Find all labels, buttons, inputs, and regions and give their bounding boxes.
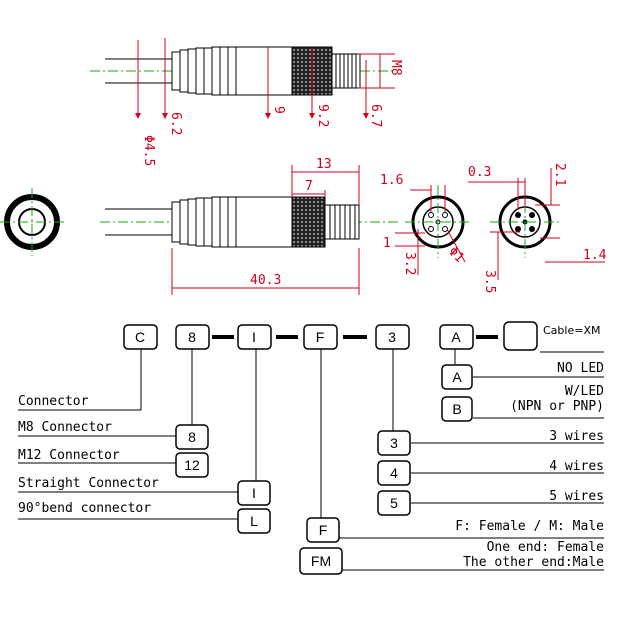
wire-options: 3 3 wires 4 4 wires 5 5 wires xyxy=(377,429,604,516)
wire-option-3-label: 3 wires xyxy=(549,429,604,444)
connector-label: Connector xyxy=(18,394,89,409)
gender-options: F F: Female / M: Male FM One end: Female… xyxy=(299,517,605,575)
code-box-mount: I xyxy=(237,324,272,350)
m8-code-text: 8 xyxy=(188,429,196,445)
code-box-wires: 3 xyxy=(375,324,410,350)
dim-cable-diameter: Φ4.5 xyxy=(141,135,156,166)
led-option-a-label: NO LED xyxy=(557,361,604,376)
dim-9-2: 9.2 xyxy=(315,104,330,127)
bend-connector-label: 90°bend connector xyxy=(18,501,151,516)
straight-code-text: I xyxy=(252,485,256,501)
bend-code-box: L xyxy=(237,508,271,534)
code-box-size: 8 xyxy=(175,324,210,350)
dim-1: 1 xyxy=(383,236,391,251)
top-thread xyxy=(331,53,361,89)
code-box-cable xyxy=(503,321,538,351)
wire-option-5-code: 5 xyxy=(390,495,398,511)
bend-code-text: L xyxy=(250,513,258,529)
straight-connector-label: Straight Connector xyxy=(18,476,159,491)
order-code-boxes: C 8 I F 3 A Cable=XM xyxy=(123,321,600,351)
code-box-gender-text: F xyxy=(316,329,325,345)
gender-option-fm-label-2: The other end:Male xyxy=(463,555,604,570)
side-dimension-labels: 13 7 40.3 xyxy=(250,157,332,288)
top-connector-drawing xyxy=(90,38,395,119)
led-option-a: A NO LED xyxy=(441,361,604,390)
dim-thread-m8: M8 xyxy=(388,60,403,76)
gender-option-f-label: F: Female / M: Male xyxy=(455,519,604,534)
wire-option-5-label: 5 wires xyxy=(549,489,604,504)
code-box-led: A xyxy=(439,324,474,350)
dim-0-3: 0.3 xyxy=(468,165,491,180)
top-dimension-labels: Φ4.5 6.2 9 9.2 6.7 M8 xyxy=(141,60,403,166)
dim-1-4: 1.4 xyxy=(583,248,607,263)
dim-2-1: 2.1 xyxy=(552,163,567,186)
male-face-view xyxy=(468,168,605,280)
led-option-b-label-1: W/LED xyxy=(565,384,604,399)
dim-3-5: 3.5 xyxy=(482,270,497,293)
top-boot xyxy=(171,46,293,96)
code-box-gender: F xyxy=(303,324,338,350)
male-dimension-labels: 0.3 2.1 1.4 3.5 xyxy=(468,163,607,293)
wire-option-3-code: 3 xyxy=(390,435,398,451)
cable-length-label: Cable=XM xyxy=(543,324,600,337)
female-face-view xyxy=(395,185,472,275)
code-box-wires-text: 3 xyxy=(388,329,396,345)
gender-option-fm: FM One end: Female The other end:Male xyxy=(299,540,605,575)
wire-option-5: 5 5 wires xyxy=(377,489,604,516)
code-box-size-text: 8 xyxy=(188,329,196,345)
left-options: Connector M8 Connector 8 M12 Connector 1… xyxy=(18,394,271,534)
side-boot xyxy=(171,196,293,248)
dim-40-3: 40.3 xyxy=(250,273,281,288)
dim-9: 9 xyxy=(271,106,286,114)
dim-13: 13 xyxy=(316,157,332,172)
side-thread xyxy=(324,204,360,240)
dim-3-2: 3.2 xyxy=(402,252,417,275)
code-box-led-text: A xyxy=(451,329,461,345)
wire-option-3: 3 3 wires xyxy=(377,429,604,456)
code-box-mount-text: I xyxy=(252,329,256,345)
cable-end-view xyxy=(0,188,66,256)
dim-1-6: 1.6 xyxy=(380,173,403,188)
led-option-b: B W/LED (NPN or PNP) xyxy=(441,384,604,422)
straight-code-box: I xyxy=(237,480,271,506)
code-box-connector: C xyxy=(123,324,158,350)
female-dimension-labels: 1.6 1 3.2 Φ1 xyxy=(380,173,467,275)
gender-option-f: F F: Female / M: Male xyxy=(306,517,604,543)
m8-code-box: 8 xyxy=(175,424,209,450)
gender-option-f-code: F xyxy=(319,522,328,538)
side-knurled-nut xyxy=(291,196,326,248)
dim-7: 7 xyxy=(305,179,313,194)
code-box-connector-text: C xyxy=(135,329,145,345)
gender-option-fm-label-1: One end: Female xyxy=(487,540,605,555)
m12-connector-label: M12 Connector xyxy=(18,448,120,463)
m12-code-box: 12 xyxy=(175,452,209,478)
led-option-b-code: B xyxy=(452,401,461,417)
gender-option-fm-code: FM xyxy=(311,553,331,569)
led-option-a-code: A xyxy=(452,369,462,385)
m12-code-text: 12 xyxy=(184,457,200,473)
led-option-b-label-2: (NPN or PNP) xyxy=(510,399,604,414)
side-connector-drawing xyxy=(100,165,400,295)
led-options: A NO LED B W/LED (NPN or PNP) xyxy=(441,361,604,422)
m8-connector-label: M8 Connector xyxy=(18,420,112,435)
dim-6-7: 6.7 xyxy=(368,104,383,127)
wire-option-4-label: 4 wires xyxy=(549,459,604,474)
wire-option-4-code: 4 xyxy=(390,465,398,481)
dim-6-2: 6.2 xyxy=(168,112,183,135)
wire-option-4: 4 4 wires xyxy=(377,459,604,486)
dim-pin-diameter: Φ1 xyxy=(445,244,467,266)
